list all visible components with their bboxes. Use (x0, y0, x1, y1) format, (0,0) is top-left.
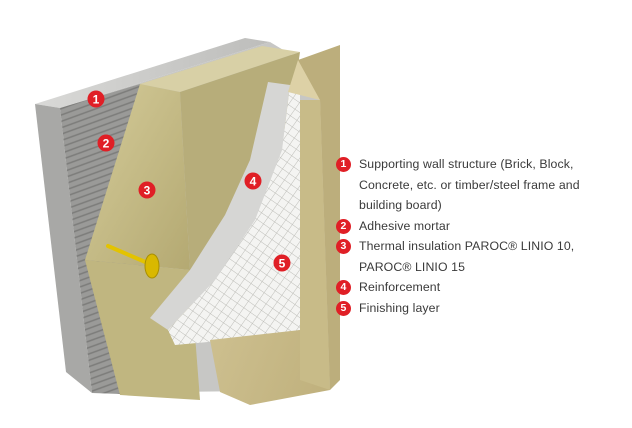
legend-item-finishing-layer: 5 Finishing layer (336, 298, 626, 319)
layer-legend: 1 Supporting wall structure (Brick, Bloc… (336, 154, 626, 318)
svg-text:2: 2 (103, 137, 110, 151)
badge-3: 3 (139, 182, 156, 199)
legend-text: Adhesive mortar (359, 219, 450, 233)
legend-badge-1: 1 (336, 157, 351, 172)
svg-text:5: 5 (279, 257, 286, 271)
legend-item-reinforcement: 4 Reinforcement (336, 277, 626, 298)
legend-badge-2: 2 (336, 219, 351, 234)
badge-4: 4 (245, 173, 262, 190)
legend-text: Finishing layer (359, 301, 440, 315)
legend-badge-5: 5 (336, 301, 351, 316)
legend-item-adhesive-mortar: 2 Adhesive mortar (336, 216, 626, 237)
badge-5: 5 (274, 255, 291, 272)
legend-text: Thermal insulation PAROC® LINIO 10, PARO… (359, 239, 574, 274)
badge-2: 2 (98, 135, 115, 152)
legend-text: Reinforcement (359, 280, 440, 294)
wall-layers-illustration: 1 2 3 4 5 (0, 0, 340, 428)
legend-item-thermal-insulation: 3 Thermal insulation PAROC® LINIO 10, PA… (336, 236, 626, 277)
legend-badge-4: 4 (336, 280, 351, 295)
svg-text:3: 3 (144, 184, 151, 198)
svg-text:1: 1 (93, 93, 100, 107)
badge-1: 1 (88, 91, 105, 108)
legend-item-supporting-wall: 1 Supporting wall structure (Brick, Bloc… (336, 154, 626, 216)
legend-badge-3: 3 (336, 239, 351, 254)
legend-text: Supporting wall structure (Brick, Block,… (359, 157, 580, 212)
svg-text:4: 4 (250, 175, 257, 189)
